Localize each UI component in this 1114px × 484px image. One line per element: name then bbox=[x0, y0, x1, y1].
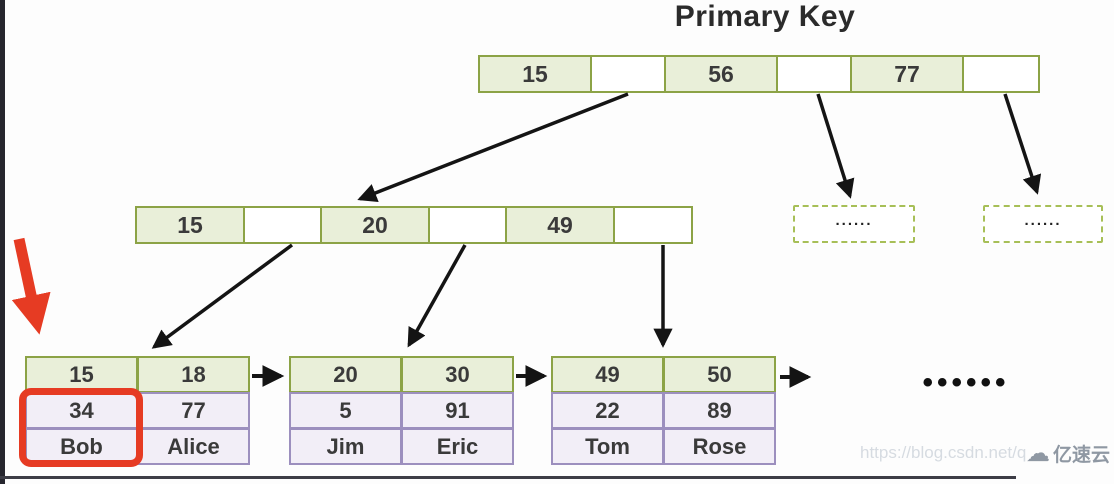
root-node: 15 56 77 bbox=[478, 55, 1040, 93]
root-pointer-cell bbox=[961, 55, 1040, 93]
brand-name: 亿速云 bbox=[1053, 445, 1111, 466]
leaf-key-cell: 18 bbox=[137, 356, 250, 393]
internal-key-cell: 20 bbox=[320, 206, 430, 244]
leaf-node-3: 49 50 22 89 Tom Rose bbox=[551, 356, 776, 465]
arrow-root-to-dashed-1 bbox=[816, 93, 855, 199]
leaf-chain-ellipsis: •••••• bbox=[922, 366, 1010, 399]
leaf-key-cell: 20 bbox=[289, 356, 402, 393]
watermark-brand: ☁ 亿速云 bbox=[1026, 440, 1110, 467]
record-highlight-box bbox=[19, 388, 143, 467]
bottom-rule bbox=[0, 476, 1016, 479]
leaf-node-2: 20 30 5 91 Jim Eric bbox=[289, 356, 514, 465]
arrow-internal-to-leaf-2 bbox=[407, 244, 467, 348]
arrow-root-to-dashed-2 bbox=[1003, 93, 1042, 195]
placeholder-dots: ...... bbox=[1024, 211, 1062, 229]
root-key-cell: 56 bbox=[664, 55, 778, 93]
internal-pointer-cell bbox=[242, 206, 323, 244]
internal-key-cell: 15 bbox=[135, 206, 245, 244]
leaf-record-cell: Eric bbox=[401, 428, 514, 465]
dashed-node-placeholder: ...... bbox=[983, 205, 1103, 243]
internal-key-cell: 49 bbox=[505, 206, 615, 244]
root-key-cell: 15 bbox=[478, 55, 592, 93]
leaf-record-cell: Alice bbox=[137, 428, 250, 465]
arrow-root-to-internal bbox=[357, 92, 629, 202]
internal-pointer-cell bbox=[427, 206, 508, 244]
internal-pointer-cell bbox=[612, 206, 693, 244]
internal-node: 15 20 49 bbox=[135, 206, 693, 244]
red-annotation-arrow bbox=[11, 237, 51, 335]
left-edge-strip bbox=[0, 0, 5, 484]
watermark-url: https://blog.csdn.net/q bbox=[860, 443, 1027, 462]
root-pointer-cell bbox=[589, 55, 667, 93]
leaf-record-cell: 77 bbox=[137, 392, 250, 429]
leaf-record-cell: Rose bbox=[663, 428, 776, 465]
diagram-title: Primary Key bbox=[674, 0, 856, 33]
leaf-record-cell: 89 bbox=[663, 392, 776, 429]
dashed-node-placeholder: ...... bbox=[793, 205, 915, 243]
root-pointer-cell bbox=[775, 55, 853, 93]
arrow-internal-to-leaf-1 bbox=[151, 243, 294, 349]
placeholder-dots: ...... bbox=[835, 211, 873, 229]
cloud-icon: ☁ bbox=[1026, 439, 1050, 467]
